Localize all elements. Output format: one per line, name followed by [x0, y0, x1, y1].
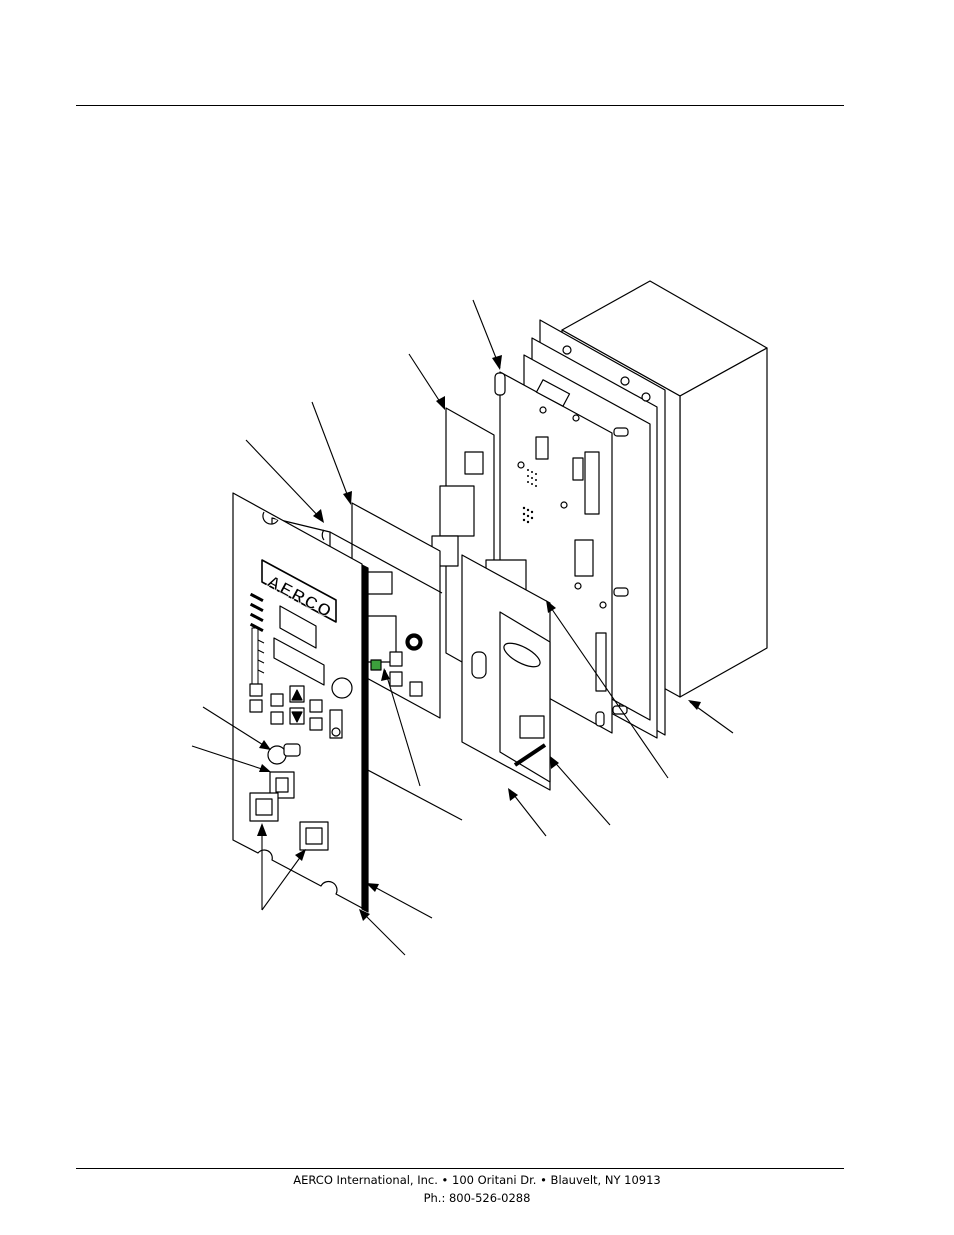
pushbutton-left — [249, 792, 279, 822]
leader-main-board — [472, 299, 501, 369]
leader-pushbutton-right — [261, 851, 305, 911]
leader-bracket — [509, 789, 547, 837]
footer-rule — [76, 1168, 844, 1169]
header-rule — [76, 105, 844, 106]
leader-front-panel — [359, 909, 406, 956]
leader-gasket — [368, 883, 433, 919]
leader-spacer-frame — [245, 439, 323, 521]
footer-address: AERCO International, Inc. • 100 Oritani … — [293, 1173, 661, 1187]
front-gasket — [361, 564, 369, 913]
rotary-switch — [267, 743, 301, 765]
indicator-leds — [249, 592, 264, 633]
leader-led — [384, 669, 421, 787]
footer-phone: Ph.: 800-526-0288 — [423, 1191, 531, 1205]
standoffs — [494, 372, 629, 727]
front-face-panel: AERCO — [232, 492, 363, 909]
pushbutton-right — [299, 821, 329, 851]
ic-dot-array-1 — [527, 469, 537, 487]
relay-bracket — [461, 554, 551, 791]
leader-rotary-switch — [202, 706, 269, 749]
leader-power-board — [408, 353, 445, 409]
leader-toggle-switch — [191, 745, 269, 772]
green-led-indicator — [370, 659, 382, 671]
leader-relay — [546, 601, 669, 779]
leader-display-board — [311, 401, 351, 503]
ic-dot-array-2 — [522, 506, 534, 524]
leader-pin — [550, 757, 611, 826]
keypad — [249, 677, 353, 739]
arrowheads — [257, 355, 701, 921]
